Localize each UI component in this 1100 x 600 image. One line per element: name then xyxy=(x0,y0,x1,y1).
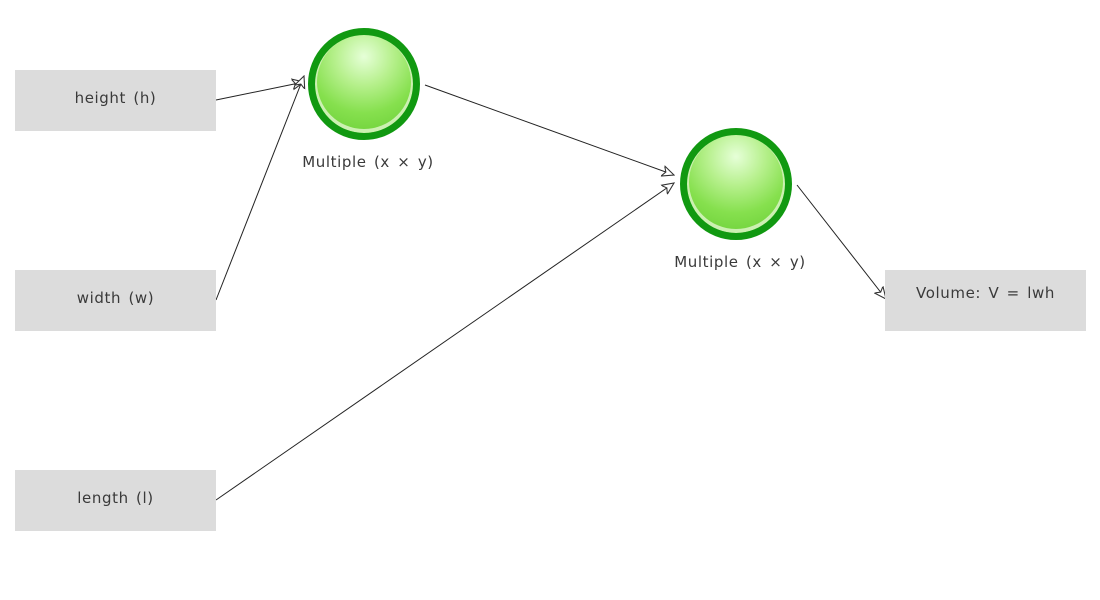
input-height-box[interactable]: height (h) xyxy=(15,70,216,131)
edge-multiply-1-to-multiply-2 xyxy=(424,84,674,175)
multiply-node-2-label: Multiple (x × y) xyxy=(674,253,806,271)
edge-width-to-multiply-1 xyxy=(215,76,304,301)
input-height-label: height (h) xyxy=(74,89,157,107)
multiply-node-1-label: Multiple (x × y) xyxy=(302,153,434,171)
output-volume-label: Volume: V = lwh xyxy=(916,284,1055,302)
input-width-box[interactable]: width (w) xyxy=(15,270,216,331)
input-length-box[interactable]: length (l) xyxy=(15,470,216,531)
multiply-node-2[interactable] xyxy=(680,128,792,240)
multiply-node-1[interactable] xyxy=(308,28,420,140)
output-volume-box[interactable]: Volume: V = lwh xyxy=(885,270,1086,331)
edge-length-to-multiply-2 xyxy=(215,183,674,501)
edge-multiply-2-to-volume xyxy=(796,184,886,299)
edge-height-to-multiply-1 xyxy=(215,82,304,101)
input-width-label: width (w) xyxy=(76,289,155,307)
input-length-label: length (l) xyxy=(77,489,154,507)
